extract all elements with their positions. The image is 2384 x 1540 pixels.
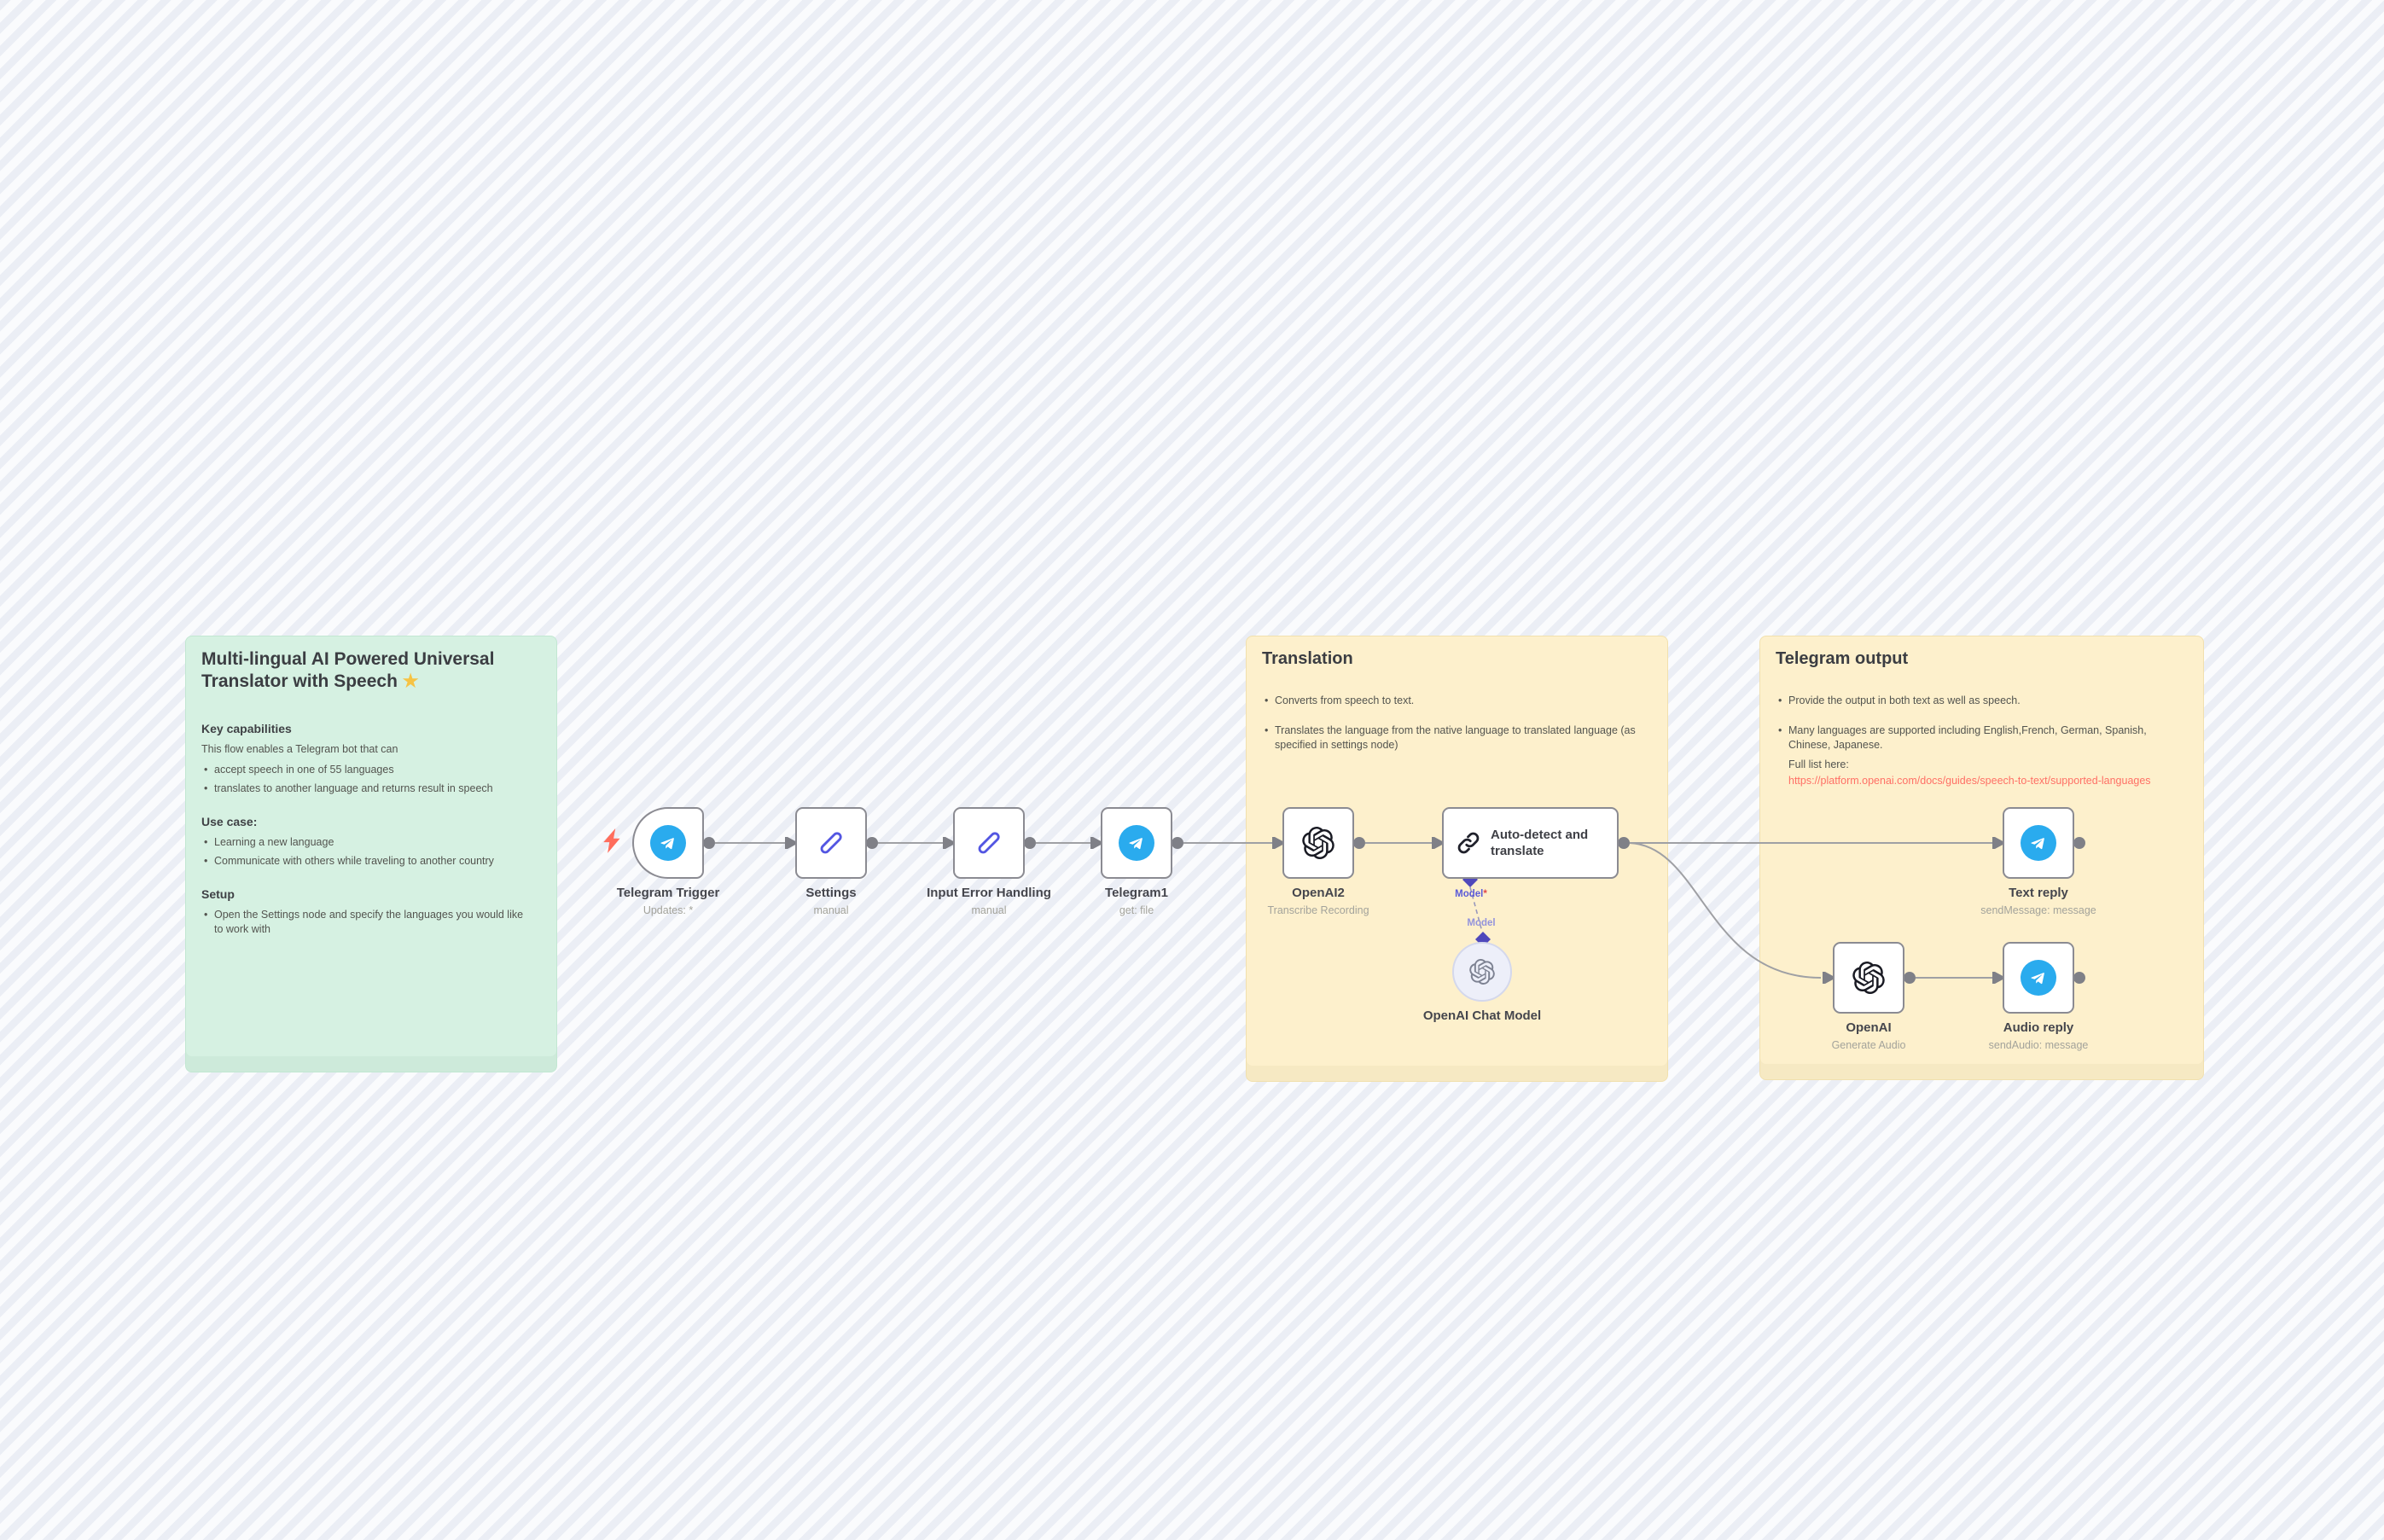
pen-icon	[978, 832, 1000, 854]
star-emoji: ★	[402, 671, 419, 691]
node-subtitle-telegram1: get: file	[1119, 904, 1154, 916]
telegram-icon	[2021, 825, 2056, 861]
supported-languages-link[interactable]: https://platform.openai.com/docs/guides/…	[1788, 775, 2151, 787]
list-item: Translates the language from the native …	[1262, 724, 1652, 753]
intro-heading-use-case: Use case:	[201, 815, 258, 828]
input-port-error[interactable]	[943, 837, 957, 849]
output-port-telegram1[interactable]	[1172, 837, 1183, 849]
node-subtitle-openai: Generate Audio	[1831, 1039, 1906, 1051]
full-list-label: Full list here:	[1788, 758, 1849, 770]
connection-autodetect-openai[interactable]	[1629, 842, 1822, 979]
output-port-openai2[interactable]	[1353, 837, 1365, 849]
intro-heading-setup: Setup	[201, 887, 235, 901]
list-item: Communicate with others while traveling …	[201, 854, 541, 869]
node-label-audio-reply: Audio reply	[2003, 1020, 2074, 1035]
input-port-openai[interactable]	[1823, 972, 1836, 984]
input-port-telegram1[interactable]	[1090, 837, 1104, 849]
node-telegram-trigger[interactable]	[632, 807, 704, 879]
node-label-openai-chat-model: OpenAI Chat Model	[1422, 1008, 1542, 1023]
list-item: Many languages are supported including E…	[1776, 724, 2188, 753]
list-item: Learning a new language	[201, 835, 541, 850]
node-openai[interactable]	[1833, 942, 1904, 1014]
node-subtitle-settings: manual	[813, 904, 849, 916]
node-text-reply[interactable]	[2003, 807, 2074, 879]
input-port-autodetect[interactable]	[1432, 837, 1445, 849]
openai-icon	[1469, 959, 1495, 985]
intro-setup-list: Open the Settings node and specify the l…	[201, 908, 526, 937]
openai-icon	[1852, 962, 1885, 994]
node-subtitle-text-reply: sendMessage: message	[1980, 904, 2096, 916]
list-item: Converts from speech to text.	[1262, 694, 1652, 708]
intro-paragraph: This flow enables a Telegram bot that ca…	[201, 743, 398, 755]
node-label-auto-detect-translate: Auto-detect and translate	[1491, 828, 1589, 858]
node-label-telegram-trigger: Telegram Trigger	[616, 886, 720, 900]
sticky-translation-title: Translation	[1262, 649, 1353, 668]
output-port-autodetect[interactable]	[1618, 837, 1630, 849]
node-openai2[interactable]	[1282, 807, 1354, 879]
output-port-settings[interactable]	[866, 837, 878, 849]
model-input-label: Model*	[1455, 889, 1487, 899]
node-audio-reply[interactable]	[2003, 942, 2074, 1014]
input-port-openai2[interactable]	[1272, 837, 1286, 849]
input-port-audioreply[interactable]	[1992, 972, 2006, 984]
node-input-error-handling[interactable]	[953, 807, 1025, 879]
list-item: Provide the output in both text as well …	[1776, 694, 2188, 708]
node-telegram1[interactable]	[1101, 807, 1172, 879]
intro-capabilities-list: accept speech in one of 55 languages tra…	[201, 763, 541, 796]
sticky-note-intro[interactable]: Multi-lingual AI Powered Universal Trans…	[185, 636, 557, 1072]
list-item: translates to another language and retur…	[201, 782, 541, 796]
node-openai-chat-model[interactable]	[1452, 942, 1512, 1002]
translation-list: Converts from speech to text. Translates…	[1262, 694, 1652, 753]
telegram-icon	[1119, 825, 1154, 861]
node-label-openai: OpenAI	[1846, 1020, 1892, 1035]
input-port-settings[interactable]	[785, 837, 799, 849]
node-label-input-error-handling: Input Error Handling	[927, 886, 1051, 900]
output-port-textreply[interactable]	[2073, 837, 2085, 849]
node-subtitle-audio-reply: sendAudio: message	[1988, 1039, 2089, 1051]
telegram-output-list: Provide the output in both text as well …	[1776, 694, 2188, 753]
intro-heading-capabilities: Key capabilities	[201, 722, 292, 735]
sticky-telegram-output-title: Telegram output	[1776, 649, 1909, 668]
telegram-icon	[2021, 960, 2056, 996]
node-subtitle-openai2: Transcribe Recording	[1267, 904, 1369, 916]
node-subtitle-telegram-trigger: Updates: *	[643, 904, 694, 916]
openai-icon	[1302, 827, 1334, 859]
link-icon	[1457, 832, 1480, 854]
input-port-textreply[interactable]	[1992, 837, 2006, 849]
node-label-text-reply: Text reply	[2009, 886, 2068, 900]
model-output-label: Model	[1467, 918, 1496, 928]
node-settings[interactable]	[795, 807, 867, 879]
output-port-error[interactable]	[1024, 837, 1036, 849]
list-item: accept speech in one of 55 languages	[201, 763, 541, 777]
node-label-openai2: OpenAI2	[1292, 886, 1345, 900]
list-item: Open the Settings node and specify the l…	[201, 908, 526, 937]
telegram-icon	[650, 825, 686, 861]
pen-icon	[820, 832, 842, 854]
sticky-intro-title: Multi-lingual AI Powered Universal Trans…	[201, 649, 495, 691]
intro-use-case-list: Learning a new language Communicate with…	[201, 835, 541, 869]
output-port-trigger[interactable]	[703, 837, 715, 849]
node-label-telegram1: Telegram1	[1105, 886, 1168, 900]
node-label-settings: Settings	[805, 886, 857, 900]
output-port-audioreply[interactable]	[2073, 972, 2085, 984]
output-port-openai[interactable]	[1904, 972, 1916, 984]
node-auto-detect-translate[interactable]: Auto-detect and translate	[1442, 807, 1619, 879]
node-subtitle-input-error-handling: manual	[971, 904, 1007, 916]
trigger-bolt-icon	[603, 828, 620, 853]
